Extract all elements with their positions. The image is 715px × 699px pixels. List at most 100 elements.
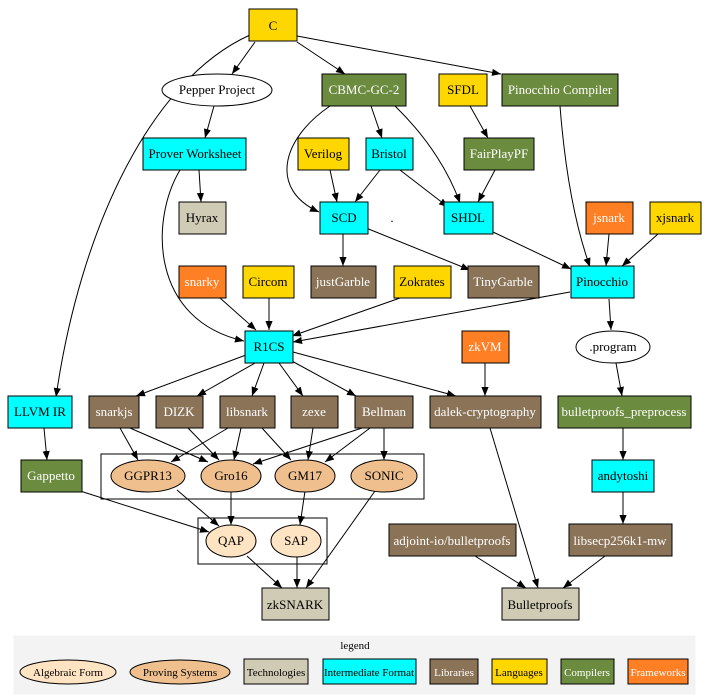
node-circom-label: Circom xyxy=(249,274,288,289)
node-gro16-label: Gro16 xyxy=(214,468,248,483)
node-xjsnark-box xyxy=(649,201,702,235)
node-hyrax-label: Hyrax xyxy=(186,210,219,225)
edge-pinocchio-r1cs xyxy=(292,291,571,344)
node-pinocchio-label: Pinocchio xyxy=(576,274,628,289)
edge-r1cs-libsnark xyxy=(251,362,265,397)
node-bristol-box xyxy=(365,137,414,171)
node-pinoccomp-box xyxy=(501,73,619,107)
node-dizk-label: DIZK xyxy=(163,404,195,419)
node-c-label: C xyxy=(269,18,278,33)
edges xyxy=(42,34,659,589)
node-dalek-label: dalek-cryptography xyxy=(434,404,536,419)
edge-cbmc-bristol xyxy=(370,105,383,139)
node-bellman-label: Bellman xyxy=(362,404,407,419)
node-xjsnark-label: xjsnark xyxy=(656,210,695,225)
node-qap-label: QAP xyxy=(218,533,244,548)
node-libsnark-box xyxy=(219,395,276,429)
node-hyrax-box xyxy=(178,201,227,235)
node-andytoshi-label: andytoshi xyxy=(598,468,649,483)
node-fairplay-box xyxy=(463,137,535,171)
node-pinoccomp-label: Pinocchio Compiler xyxy=(508,82,613,97)
edge-c-pinocchio-compiler xyxy=(296,35,502,76)
node-gappetto-label: Gappetto xyxy=(27,468,75,483)
edge-bellman-gm17 xyxy=(324,427,371,463)
edge-libsnark-gm17 xyxy=(261,427,292,461)
node-pinocchio-box xyxy=(570,265,635,299)
edge-snarkjs-gro16 xyxy=(129,427,209,463)
node-qap-ellipse xyxy=(205,524,257,558)
legend-libraries-swatch xyxy=(429,658,479,685)
node-andytoshi-box xyxy=(591,459,655,493)
node-cbmc-label: CBMC-GC-2 xyxy=(329,82,400,97)
node-llvm-box xyxy=(7,395,73,429)
legend: legend Algebraic Form Proving Systems Te… xyxy=(13,635,696,695)
node-jsnark-label: jsnark xyxy=(592,210,625,225)
legend-proving-swatch xyxy=(129,659,231,685)
edge-bristol-scd xyxy=(354,169,381,203)
node-zksnark-box xyxy=(261,587,330,621)
node-bellman-box xyxy=(354,395,414,429)
node-program-ellipse xyxy=(575,330,651,364)
legend-libraries-label: Libraries xyxy=(434,667,474,679)
edge-sfdl-fairplay xyxy=(469,105,489,139)
node-fairplay-label: FairPlayPF xyxy=(470,146,529,161)
legend-frameworks-swatch xyxy=(627,658,689,685)
edge-cbmc-shdl xyxy=(394,105,461,204)
node-sonic-label: SONIC xyxy=(364,468,403,483)
edge-libsnark-gro16 xyxy=(232,427,242,461)
node-r1cs-label: R1CS xyxy=(253,339,284,354)
legend-frameworks-label: Frameworks xyxy=(631,667,686,679)
edge-c-pepper xyxy=(231,41,256,75)
edge-c-cbmc xyxy=(296,41,346,75)
edge-llvm-gappetto xyxy=(42,427,50,461)
node-circom-box xyxy=(242,265,295,299)
edge-adjoint-bulletproofs xyxy=(474,555,527,589)
node-bpp-box xyxy=(557,395,692,429)
edge-verilog-scd xyxy=(329,169,339,203)
edge-dalek-bulletproofs xyxy=(489,427,539,589)
node-scd-box xyxy=(319,201,369,235)
node-libsecp-box xyxy=(568,523,673,557)
node-program-label: .program xyxy=(589,339,636,354)
edge-snarkjs-ggpr13 xyxy=(119,427,139,461)
node-gro16-ellipse xyxy=(200,459,262,493)
edge-program-bpp xyxy=(615,362,624,397)
node-prover-box xyxy=(142,137,247,171)
node-r1cs-box xyxy=(244,330,294,364)
legend-algebraic-label: Algebraic Form xyxy=(33,667,103,679)
algebraic-forms-cluster xyxy=(197,517,328,565)
node-sap-label: SAP xyxy=(284,533,308,548)
edge-dizk-gro16 xyxy=(187,427,220,461)
edge-zexe-gm17 xyxy=(305,427,314,461)
node-sonic-ellipse xyxy=(350,459,418,493)
edge-gm17-sap xyxy=(297,490,306,526)
node-justgarble-label: justGarble xyxy=(315,274,370,289)
edge-libsecp-bulletproofs xyxy=(562,555,606,589)
node-c-box xyxy=(248,8,298,42)
node-verilog-label: Verilog xyxy=(304,146,343,161)
node-scd-label: SCD xyxy=(331,210,356,225)
edge-qap-zksnark xyxy=(246,555,283,589)
node-tinygarble-box xyxy=(467,265,540,299)
legend-technologies-swatch xyxy=(243,658,309,685)
node-dizk-box xyxy=(155,395,204,429)
node-sfdl-label: SFDL xyxy=(447,82,479,97)
node-gm17-label: GM17 xyxy=(288,468,322,483)
edge-prover-r1cs xyxy=(161,169,245,343)
edge-cbmc-scd xyxy=(286,105,331,213)
node-tinygarble-label: TinyGarble xyxy=(473,274,533,289)
edge-snarky-r1cs xyxy=(219,297,257,331)
node-cbmc-box xyxy=(321,73,407,107)
node-libsnark-label: libsnark xyxy=(226,404,268,419)
node-bpp-label: bulletproofs_preprocess xyxy=(562,404,687,419)
node-libsecp-label: libsecp256k1-mw xyxy=(573,533,667,548)
node-snarkjs-box xyxy=(88,395,140,429)
edge-r1cs-dizk xyxy=(196,362,256,397)
node-llvm-label: LLVM IR xyxy=(14,404,66,419)
edge-r1cs-dalek xyxy=(292,351,457,398)
legend-algebraic-swatch xyxy=(19,659,117,685)
proving-systems-cluster xyxy=(100,453,425,500)
edge-prover-hyrax xyxy=(196,169,205,203)
edge-fairplay-shdl xyxy=(477,169,496,203)
